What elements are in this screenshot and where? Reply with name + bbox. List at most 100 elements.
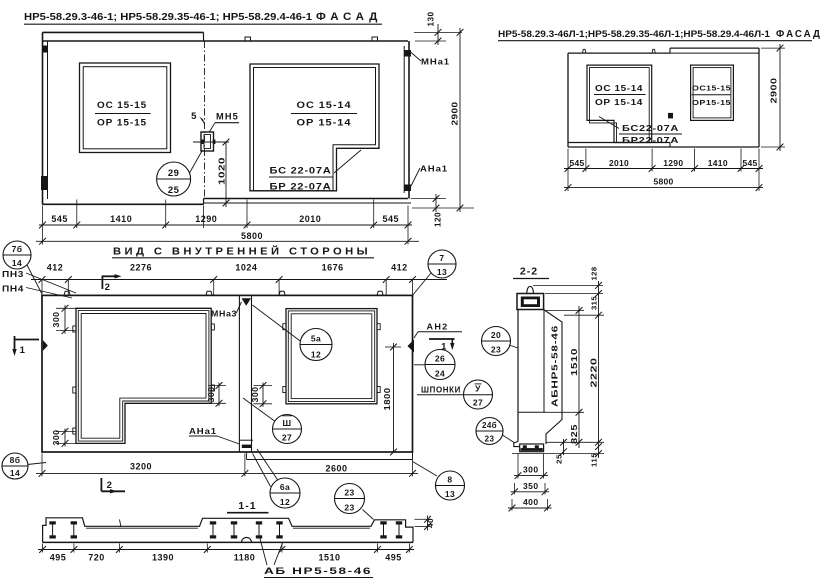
svg-text:7б: 7б: [12, 244, 23, 254]
svg-text:БР 22-07А: БР 22-07А: [270, 182, 332, 192]
svg-text:29: 29: [168, 168, 179, 179]
svg-text:24: 24: [435, 368, 445, 378]
svg-text:1290: 1290: [663, 158, 683, 168]
svg-text:25: 25: [168, 185, 180, 196]
svg-text:400: 400: [523, 497, 539, 507]
svg-text:13: 13: [445, 489, 455, 499]
svg-text:1510: 1510: [569, 348, 579, 376]
svg-text:12: 12: [311, 349, 321, 359]
svg-text:1800: 1800: [382, 388, 392, 411]
svg-text:2900: 2900: [450, 102, 460, 126]
svg-text:ФАСАД: ФАСАД: [316, 11, 382, 23]
svg-text:6а: 6а: [280, 482, 290, 492]
svg-text:ПН4: ПН4: [2, 285, 24, 294]
svg-text:120: 120: [434, 212, 443, 227]
svg-text:23: 23: [344, 502, 354, 512]
svg-text:2010: 2010: [299, 214, 321, 224]
svg-text:ОС 15-14: ОС 15-14: [297, 100, 352, 110]
svg-text:12: 12: [280, 497, 290, 507]
svg-text:АБ НР5-58-46: АБ НР5-58-46: [264, 566, 372, 577]
svg-text:АНа1: АНа1: [189, 426, 217, 436]
svg-text:25: 25: [555, 454, 564, 464]
svg-text:40: 40: [426, 518, 435, 528]
svg-text:13: 13: [437, 267, 447, 277]
svg-text:5800: 5800: [241, 231, 263, 241]
svg-text:2-2: 2-2: [520, 266, 538, 278]
svg-text:ПН3: ПН3: [2, 270, 24, 279]
svg-text:300: 300: [52, 429, 61, 445]
svg-text:1290: 1290: [195, 214, 217, 224]
svg-text:МНа1: МНа1: [421, 57, 450, 67]
svg-text:23: 23: [485, 434, 495, 443]
svg-text:1-1: 1-1: [238, 500, 256, 512]
svg-text:МНа3: МНа3: [211, 309, 237, 319]
svg-text:1510: 1510: [318, 553, 340, 563]
svg-text:14: 14: [10, 468, 20, 478]
svg-text:495: 495: [50, 553, 67, 563]
svg-text:412: 412: [47, 263, 64, 273]
svg-text:АБНР5-58-46: АБНР5-58-46: [550, 325, 560, 407]
svg-text:20: 20: [491, 330, 501, 340]
svg-text:720: 720: [88, 553, 105, 563]
svg-text:1410: 1410: [110, 214, 132, 224]
svg-text:5: 5: [191, 111, 197, 122]
svg-text:300: 300: [52, 311, 61, 327]
svg-text:2: 2: [107, 480, 113, 491]
svg-text:412: 412: [391, 263, 408, 273]
svg-text:2276: 2276: [130, 263, 152, 273]
svg-text:545: 545: [51, 214, 68, 224]
svg-text:БС22-07А: БС22-07А: [622, 123, 679, 133]
svg-text:ОР 15-15: ОР 15-15: [97, 118, 147, 128]
svg-text:26: 26: [435, 354, 445, 364]
svg-text:545: 545: [742, 158, 757, 168]
svg-text:23: 23: [491, 344, 501, 354]
svg-text:128: 128: [590, 267, 599, 281]
svg-text:300: 300: [523, 465, 539, 475]
svg-text:МН5: МН5: [216, 112, 239, 123]
svg-text:7: 7: [439, 253, 444, 263]
svg-text:АНа1: АНа1: [420, 164, 448, 174]
svg-text:130: 130: [427, 11, 436, 26]
svg-text:2: 2: [105, 282, 111, 293]
svg-text:БР22-07А: БР22-07А: [622, 135, 679, 145]
svg-text:У: У: [475, 384, 481, 394]
svg-text:ОС 15-15: ОС 15-15: [97, 100, 147, 110]
svg-text:27: 27: [282, 432, 292, 442]
svg-text:ОР 15-14: ОР 15-14: [297, 118, 352, 128]
svg-text:1024: 1024: [235, 263, 257, 273]
svg-text:1676: 1676: [322, 263, 344, 273]
svg-text:2900: 2900: [769, 78, 779, 104]
svg-text:545: 545: [569, 158, 584, 168]
svg-text:545: 545: [383, 214, 400, 224]
svg-text:14: 14: [12, 258, 22, 268]
svg-text:2600: 2600: [325, 464, 347, 474]
svg-text:300: 300: [251, 386, 260, 402]
svg-text:3200: 3200: [130, 462, 152, 472]
svg-text:2220: 2220: [589, 358, 599, 388]
svg-text:300: 300: [207, 386, 216, 402]
svg-text:1410: 1410: [708, 158, 728, 168]
svg-text:24б: 24б: [482, 421, 497, 430]
svg-text:8б: 8б: [10, 455, 21, 465]
svg-text:2010: 2010: [609, 158, 629, 168]
svg-text:5а: 5а: [311, 334, 321, 344]
svg-text:ФАСАД: ФАСАД: [776, 28, 822, 40]
svg-text:495: 495: [385, 553, 402, 563]
svg-text:ОС15-15: ОС15-15: [692, 84, 731, 93]
svg-text:1390: 1390: [152, 553, 174, 563]
svg-text:НР5-58.29.3-46Л-1;НР5-58.29.35: НР5-58.29.3-46Л-1;НР5-58.29.35-46Л-1;НР5…: [498, 29, 770, 39]
svg-text:115: 115: [590, 453, 599, 467]
svg-text:БС 22-07А: БС 22-07А: [270, 166, 332, 176]
svg-text:27: 27: [473, 398, 483, 408]
svg-text:1020: 1020: [217, 157, 227, 185]
svg-text:1180: 1180: [234, 553, 256, 563]
svg-text:350: 350: [523, 481, 539, 491]
svg-text:ВИД С ВНУТРЕННЕЙ СТОРОНЫ: ВИД С ВНУТРЕННЕЙ СТОРОНЫ: [113, 245, 371, 258]
svg-text:Ш: Ш: [283, 418, 292, 428]
svg-text:ОР 15-14: ОР 15-14: [595, 98, 643, 107]
svg-text:1: 1: [20, 345, 26, 356]
svg-text:8: 8: [447, 475, 452, 485]
svg-text:НР5-58.29.3-46-1; НР5-58.29.35: НР5-58.29.3-46-1; НР5-58.29.35-46-1; НР5…: [24, 11, 312, 23]
svg-text:1: 1: [441, 342, 447, 353]
svg-text:23: 23: [344, 488, 354, 498]
